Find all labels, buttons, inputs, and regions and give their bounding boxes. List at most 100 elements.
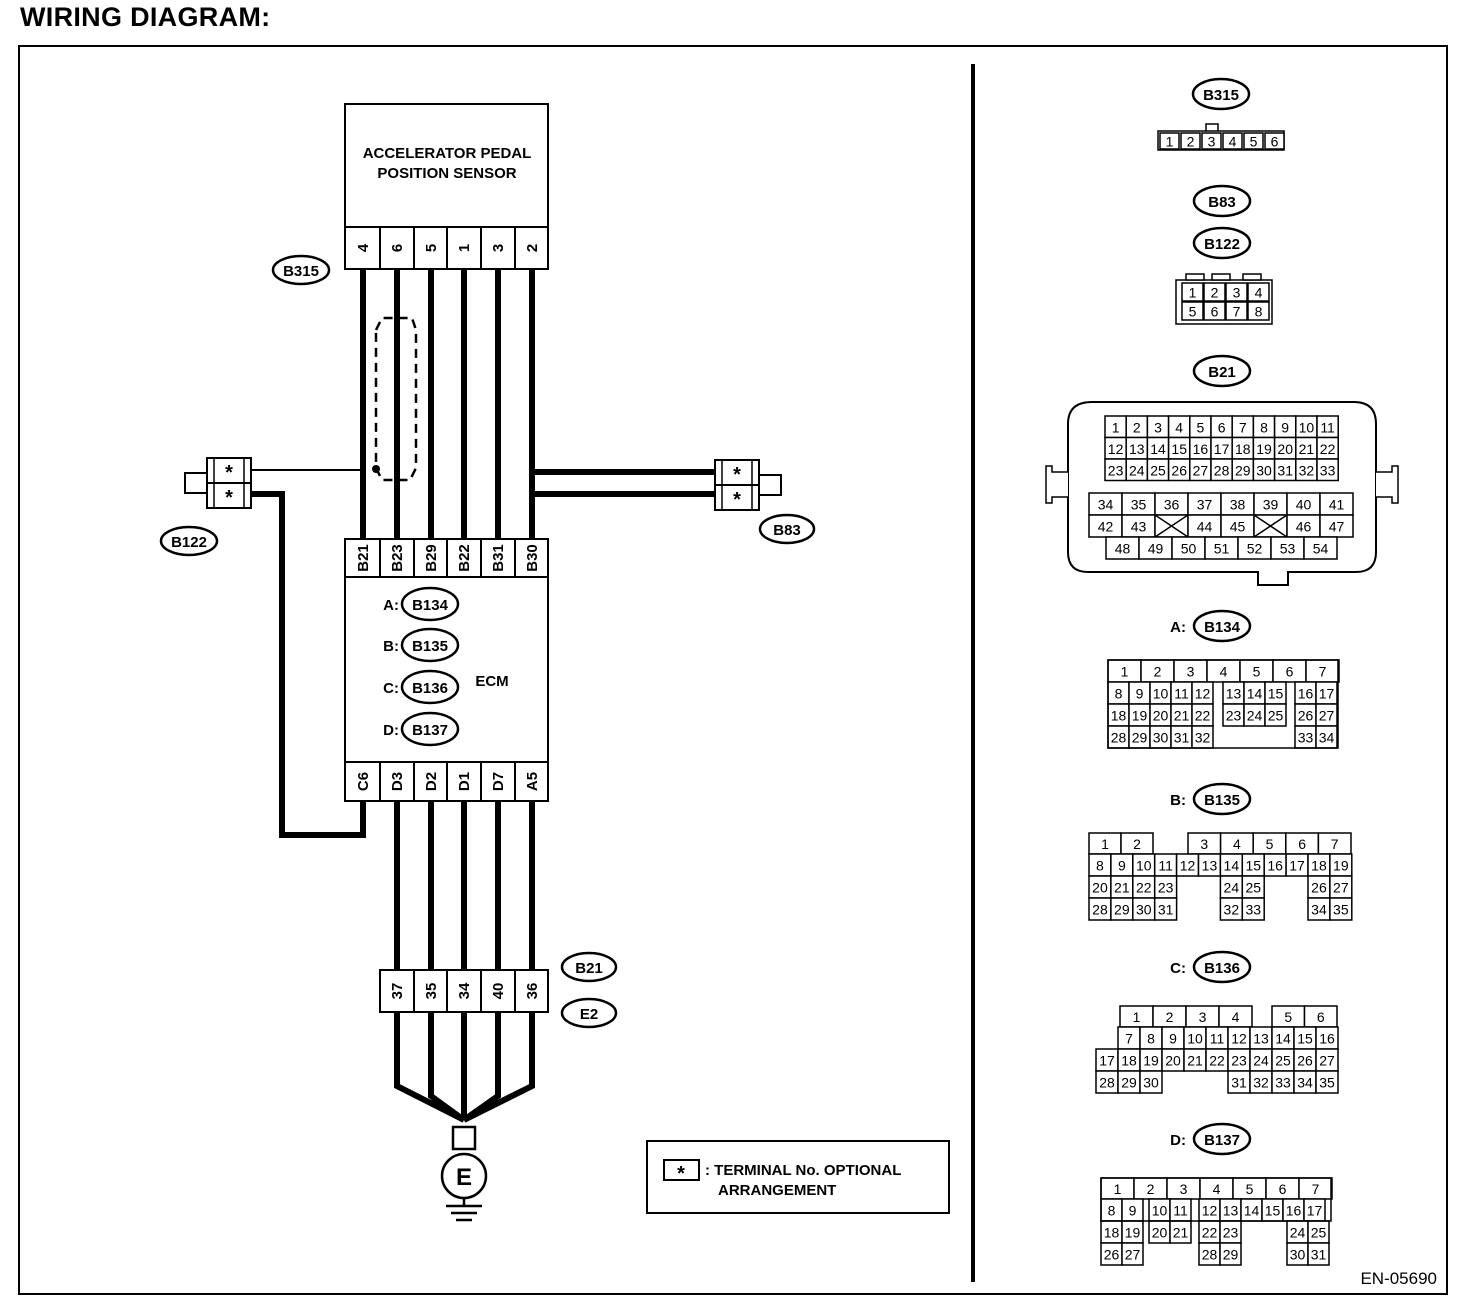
b135-view-pin: 33	[1245, 902, 1261, 918]
b134-view-cell	[1264, 703, 1287, 727]
b135-view-pin: 12	[1180, 858, 1196, 874]
b136-view-pin: 2	[1166, 1009, 1174, 1025]
ecm-bottom-pin: D7	[490, 772, 507, 791]
b315-badge: B315	[271, 254, 331, 286]
b21-view-pin: 36	[1164, 497, 1180, 513]
b122-connector: * *	[184, 457, 252, 509]
b136-view-pin: 6	[1317, 1009, 1325, 1025]
ecm-ground-wires	[394, 801, 535, 970]
b136-view-pin: 33	[1275, 1075, 1291, 1091]
b134-view-pin: 25	[1268, 708, 1284, 724]
b137-view-pin: 30	[1290, 1247, 1306, 1263]
b137-view-pin: 31	[1311, 1247, 1327, 1263]
b134-view-pin: 20	[1153, 708, 1169, 724]
b136-view-pin: 7	[1125, 1031, 1133, 1047]
b315-view-cell	[1180, 132, 1201, 150]
b137-view-cell	[1121, 1242, 1144, 1266]
b137-view-pin: 14	[1244, 1203, 1260, 1219]
b137-view-pin: 21	[1173, 1225, 1189, 1241]
ecm-bottom-pin: A5	[524, 772, 541, 791]
b135-view-pin: 15	[1245, 858, 1261, 874]
b21-view-pin: 21	[1299, 441, 1315, 457]
b315-view-pin: 4	[1229, 134, 1237, 150]
b134-view-pin: 24	[1247, 708, 1263, 724]
b122-view-badge-label: B122	[1204, 236, 1240, 253]
b136-view-pin: 8	[1147, 1031, 1155, 1047]
b83-b122-view-cell	[1203, 282, 1226, 302]
b136-view-pin: 24	[1253, 1053, 1269, 1069]
b136-view-pin: 31	[1231, 1075, 1247, 1091]
sensor-pin: 3	[490, 244, 507, 252]
b21-view-pin: 30	[1256, 462, 1272, 478]
ecm-bottom-pin: C6	[355, 772, 372, 791]
b135-view-pin: 5	[1266, 836, 1274, 852]
b83-b122-view-cell	[1247, 282, 1270, 302]
b21-view-pin: 9	[1281, 419, 1289, 435]
b136-view-pin: 9	[1169, 1031, 1177, 1047]
b134-view-badge-label: B134	[1204, 619, 1241, 636]
b136-view-pin: 17	[1099, 1053, 1115, 1069]
b137-view-pin: 4	[1213, 1181, 1221, 1197]
b21-view-pin: 28	[1214, 462, 1230, 478]
b135-view-pin: 29	[1114, 902, 1130, 918]
b134-view-pin: 29	[1132, 730, 1148, 746]
b83-b122-view-pin: 7	[1233, 304, 1241, 320]
b315-view-cell	[1264, 132, 1285, 150]
b136-view-pin: 29	[1121, 1075, 1137, 1091]
b21-badge-label: B21	[575, 960, 603, 977]
b134-view-pin: 32	[1195, 730, 1211, 746]
b136-view-pin: 11	[1210, 1031, 1225, 1047]
b83-b122-view-pin: 8	[1255, 304, 1263, 320]
b83-pin-a: *	[733, 464, 741, 486]
b21-view-pin: 27	[1193, 462, 1209, 478]
b136-view-cell	[1139, 1070, 1163, 1094]
b135-view-pin: 32	[1224, 902, 1240, 918]
b134-view-pin: 15	[1268, 686, 1284, 702]
sensor-pin: 1	[456, 244, 473, 252]
b122-c6-wire	[251, 491, 366, 838]
b134-view-pin: 28	[1111, 730, 1127, 746]
b315-view-pin: 2	[1187, 134, 1195, 150]
b135-view-pin: 11	[1158, 858, 1173, 874]
b315-view-pin: 3	[1208, 134, 1216, 150]
b137-view-cell	[1219, 1242, 1242, 1266]
b134-view-pin: 27	[1319, 708, 1335, 724]
ecm-top-pin: B22	[456, 544, 473, 572]
b21-view-pin: 29	[1235, 462, 1251, 478]
b134-view-pin: 18	[1111, 708, 1127, 724]
b137-view-pin: 8	[1108, 1203, 1116, 1219]
b83-badge: B83	[758, 513, 816, 545]
b83-b122-view-pin: 3	[1233, 285, 1241, 301]
b135-view-pin: 30	[1136, 902, 1152, 918]
b137-outline	[1100, 1177, 1332, 1222]
b137-view-pin: 10	[1152, 1203, 1168, 1219]
b135-view-pin: 23	[1158, 880, 1174, 896]
b137-view-pin: 13	[1223, 1203, 1239, 1219]
b137-view-pin: 28	[1202, 1247, 1218, 1263]
ecm-connector-id: B136	[412, 680, 448, 697]
b134-view-pin: 6	[1286, 664, 1294, 680]
b134-view-pin: 14	[1247, 686, 1263, 702]
b136-view-pin: 35	[1319, 1075, 1335, 1091]
b137-view-pin: 23	[1223, 1225, 1239, 1241]
b21-view-pin: 48	[1115, 541, 1131, 557]
b137-view-pin: 16	[1286, 1203, 1302, 1219]
b136-view-pin: 32	[1253, 1075, 1269, 1091]
diagram-frame	[18, 45, 1448, 1295]
b136-view-pin: 12	[1231, 1031, 1247, 1047]
b136-view-pin: 21	[1187, 1053, 1203, 1069]
b135-view-pin: 3	[1200, 836, 1208, 852]
b137-view-badge	[1192, 1122, 1252, 1156]
b136-view-pin: 30	[1143, 1075, 1159, 1091]
b135-view-pin: 22	[1136, 880, 1152, 896]
b134-view-pin: 17	[1319, 686, 1335, 702]
b135-view-pin: 4	[1233, 836, 1241, 852]
ecm-connector-id: B134	[412, 597, 449, 614]
sensor-pin: 2	[524, 244, 541, 252]
b21-view-pin: 25	[1150, 462, 1166, 478]
b135-view-pin: 9	[1118, 858, 1126, 874]
b83-b122-view-cell	[1225, 301, 1248, 321]
joint-pin: 36	[524, 983, 541, 1000]
b136-view-prefix: C:	[1170, 960, 1186, 977]
b137-view-pin: 7	[1312, 1181, 1320, 1197]
